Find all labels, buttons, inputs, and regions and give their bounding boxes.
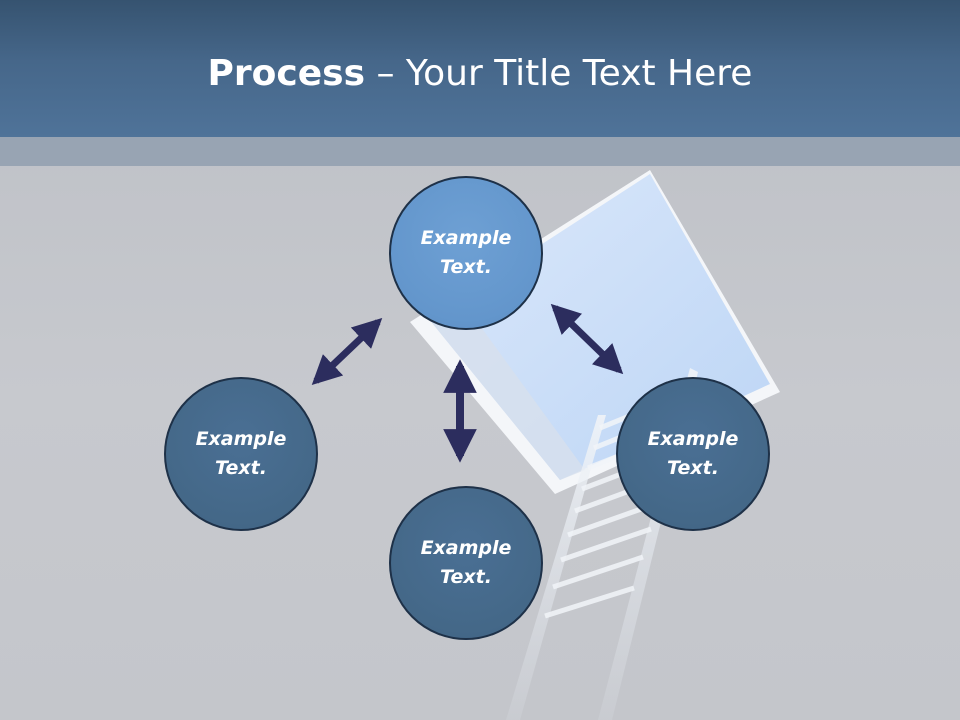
header-band — [0, 137, 960, 166]
node-right-text: Example Text. — [647, 428, 739, 479]
node-left: Example Text. — [164, 377, 318, 531]
slide-title: Process – Your Title Text Here — [0, 52, 960, 96]
node-bottom: Example Text. — [389, 486, 543, 640]
node-bottom-text: Example Text. — [420, 537, 512, 588]
node-right: Example Text. — [616, 377, 770, 531]
title-bold: Process — [207, 53, 366, 94]
ladder-rail-left — [506, 415, 606, 720]
title-bar — [0, 0, 960, 137]
node-top: Example Text. — [389, 176, 543, 330]
node-top-text: Example Text. — [420, 227, 512, 278]
node-left-text: Example Text. — [195, 428, 287, 479]
title-rest: – Your Title Text Here — [365, 53, 753, 94]
